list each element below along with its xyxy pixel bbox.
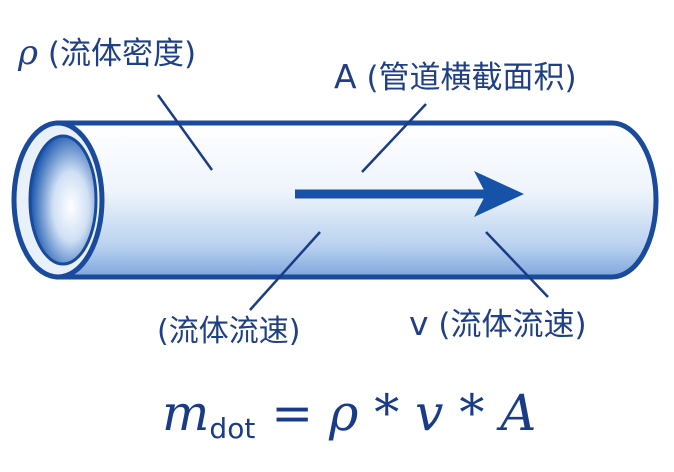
leader-flow-left	[249, 231, 321, 311]
velocity-text: (流体流速)	[438, 307, 587, 343]
velocity-symbol: v	[409, 304, 429, 343]
pipe-opening-inner	[28, 134, 98, 266]
leader-area	[361, 103, 427, 173]
flow-left-text: (流体流速)	[157, 314, 301, 349]
pipe-body	[55, 120, 659, 280]
area-text: (管道横截面积)	[366, 60, 577, 96]
mass-flow-formula: mdot = ρ * v * A	[162, 384, 536, 445]
leader-velocity	[485, 231, 549, 298]
density-symbol: ρ	[18, 33, 38, 73]
velocity-label: v (流体流速)	[409, 299, 587, 344]
area-symbol: A	[334, 57, 357, 96]
area-label: A (管道横截面积)	[334, 52, 577, 97]
leader-density	[156, 94, 214, 171]
formula-subscript: dot	[209, 412, 256, 445]
formula-m: m	[162, 384, 210, 442]
formula-rest: = ρ * v * A	[255, 384, 537, 442]
density-text: (流体密度)	[47, 36, 197, 72]
flow-arrow-head	[474, 171, 524, 217]
flow-label-left: (流体流速)	[157, 306, 300, 350]
density-label: ρ (流体密度)	[18, 28, 196, 73]
